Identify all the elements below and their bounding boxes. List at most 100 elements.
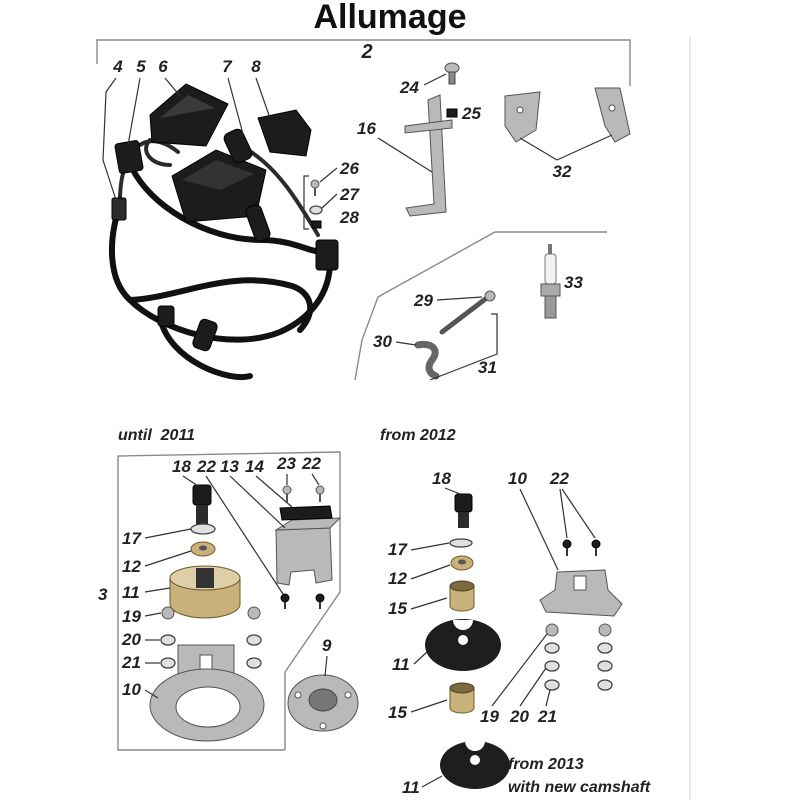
f2012-callout-21: 21: [537, 707, 557, 726]
group-2-bracket-line: [96, 39, 631, 86]
small-parts-26-28: [309, 179, 323, 229]
flange-9-hole-right: [344, 691, 352, 699]
u2011-leader-18: [182, 475, 199, 487]
harness-clip: [157, 305, 175, 327]
bracket-32-left: [504, 91, 541, 143]
f2012-callout-12: 12: [388, 569, 407, 588]
harness-branch-4: [129, 165, 325, 255]
leader-4: [102, 77, 117, 201]
bolt-24-shank: [448, 71, 456, 85]
callout-29: 29: [413, 291, 433, 310]
leader-24: [423, 73, 447, 86]
disc-11-2013-notch: [465, 741, 485, 751]
plate-10-ring: [149, 668, 265, 742]
u2011-callout-22b: 22: [301, 454, 321, 473]
f2012-callout-20: 20: [509, 707, 529, 726]
f2012-callout-18: 18: [432, 469, 451, 488]
screw-23: [282, 485, 292, 495]
spark-plug-terminal: [548, 244, 552, 254]
coil-lead-boot: [245, 204, 271, 242]
f2013-leader-11: [421, 775, 443, 788]
washer-21-left: [160, 657, 176, 669]
flange-9-hole-left: [294, 691, 302, 699]
u2011-leader-11: [144, 587, 171, 593]
from-2012-heading: from 2012: [380, 427, 456, 444]
callout-32: 32: [553, 162, 572, 181]
u2011-leader-17: [144, 528, 192, 539]
callout-8: 8: [251, 57, 261, 76]
u2011-leader-19: [144, 612, 162, 617]
disc-11-2013-hole: [470, 755, 480, 765]
clip-28: [311, 220, 322, 229]
r-screw-19-left: [545, 623, 559, 637]
u2011-leader-13: [229, 475, 286, 529]
spark-plug: [540, 244, 561, 319]
spark-plug-thread: [544, 295, 557, 319]
r-washer-20-left: [544, 642, 560, 654]
callout-33: 33: [564, 273, 583, 292]
f2012-callout-15a: 15: [388, 599, 407, 618]
r-bracket-10-slot: [573, 575, 587, 591]
f2013-callout-11: 11: [402, 778, 420, 797]
connector-4: [111, 197, 127, 221]
callout-24: 24: [399, 78, 419, 97]
washer-21-right: [246, 657, 262, 669]
bracket-13: [275, 527, 333, 586]
f2012-callout-15b: 15: [388, 703, 407, 722]
flange-9-hole-bottom: [319, 722, 327, 730]
bracket-13-flange: [274, 517, 342, 531]
harness-branch-6: [144, 138, 172, 167]
f2012-leader-11: [413, 651, 428, 665]
callout-31: 31: [478, 358, 497, 377]
bracket-16: [405, 94, 447, 217]
u2011-callout-23: 23: [276, 454, 296, 473]
f2012-leader-18: [444, 487, 461, 495]
callout-7: 7: [222, 57, 233, 76]
leader-7: [227, 77, 244, 135]
r-spacer-15-bottom: [449, 687, 475, 714]
leader-8: [255, 77, 271, 119]
plug-cap: [223, 128, 253, 164]
harness-branch-2: [157, 315, 253, 380]
rod-29: [439, 294, 491, 335]
callout-28: 28: [339, 208, 359, 227]
u2011-leader-14: [255, 475, 293, 508]
callout-6: 6: [158, 57, 168, 76]
harness-main-loop: [109, 202, 333, 343]
callout-27: 27: [339, 185, 360, 204]
bracket-32-left-hole: [516, 106, 524, 114]
callout-30: 30: [373, 332, 392, 351]
sensor-sleeve: [192, 318, 218, 352]
screw-19-right: [247, 606, 261, 620]
washer-27: [309, 205, 323, 215]
plate-14: [279, 505, 333, 521]
f2012-callout-10: 10: [508, 469, 527, 488]
r-washer-17: [449, 538, 473, 548]
leader-32: [519, 134, 613, 161]
r-disc-11-notch: [453, 620, 473, 630]
until-2011-heading: until 2011: [118, 427, 195, 444]
f2012-leader-20: [519, 667, 547, 707]
bracket-32-right-hole: [608, 104, 616, 112]
rod-29-end: [484, 290, 496, 302]
f2012-leader-15a: [410, 597, 448, 610]
spark-plug-insulator: [544, 253, 557, 285]
r-spacer-15-top: [449, 585, 475, 612]
from-2013-note-line2: with new camshaft: [508, 779, 651, 796]
r-screw-19-right: [598, 623, 612, 637]
f2012-leader-15b: [410, 699, 448, 713]
u2011-leader-9: [324, 655, 328, 677]
bolt-18-head: [192, 484, 212, 506]
washer-20-right: [246, 634, 262, 646]
u2011-callout-12: 12: [122, 557, 141, 576]
u2011-leader-12: [144, 550, 192, 567]
u2011-leader-10: [144, 689, 159, 699]
f2012-leader-22-right: [561, 488, 596, 539]
r-bracket-10: [539, 569, 623, 617]
callout-26: 26: [339, 159, 359, 178]
nut-12-hole: [199, 545, 207, 551]
f2012-callout-17: 17: [388, 540, 408, 559]
f2012-leader-17: [410, 542, 450, 551]
bracket-31: [429, 313, 498, 381]
callout-25: 25: [461, 104, 481, 123]
